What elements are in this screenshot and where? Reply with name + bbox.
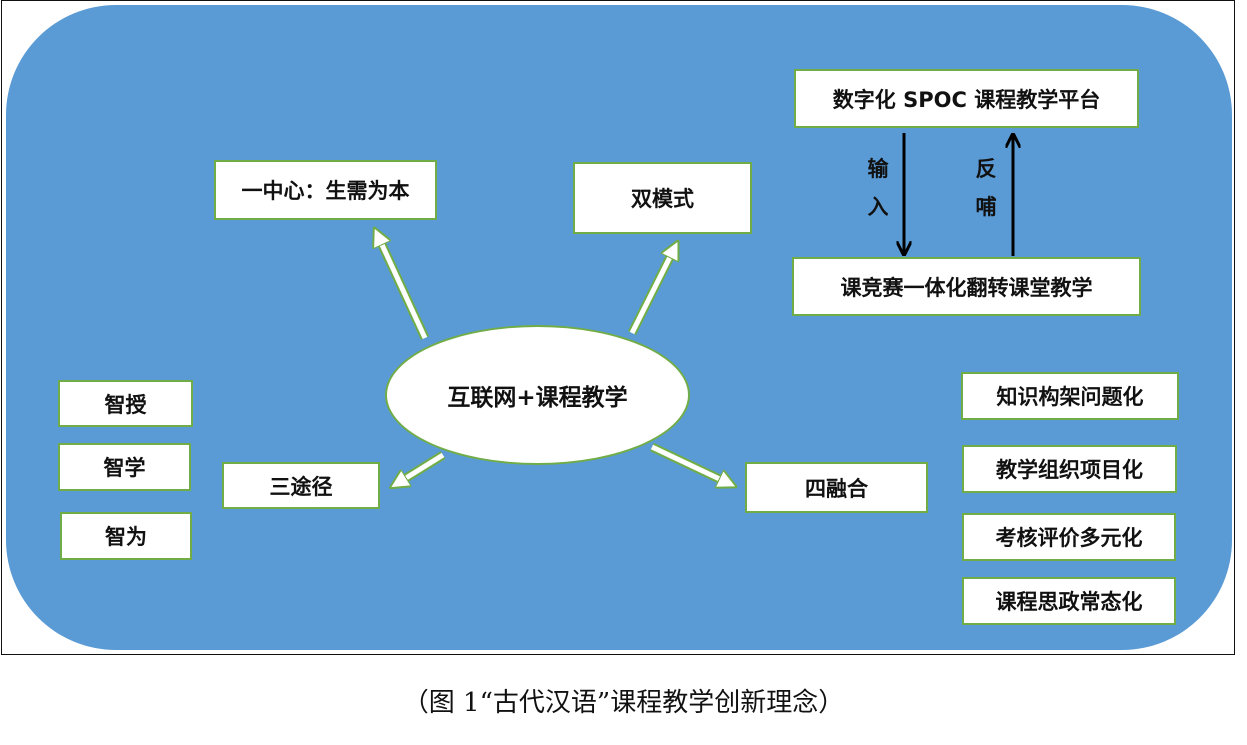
arrow-to-one-center — [378, 236, 430, 340]
feedback-label: 反 哺 — [974, 150, 998, 226]
input-label-char: 入 — [867, 195, 889, 219]
arrow-to-four-fusions — [650, 442, 728, 483]
input-label: 输 入 — [866, 150, 890, 226]
arrow-to-dual-mode — [627, 249, 674, 336]
node-dual-mode: 双模式 — [573, 162, 752, 234]
three-paths-item: 智授 — [58, 380, 193, 427]
arrow-to-three-paths — [398, 451, 446, 483]
feedback-label-char: 反 — [975, 157, 997, 181]
spoc-platform-box: 数字化 SPOC 课程教学平台 — [794, 69, 1139, 128]
three-paths-item: 智学 — [58, 443, 191, 491]
four-fusions-item: 知识构架问题化 — [961, 372, 1179, 420]
flipped-classroom-box: 课竞赛一体化翻转课堂教学 — [792, 257, 1141, 316]
node-one-center: 一中心：生需为本 — [214, 160, 437, 220]
input-label-char: 输 — [867, 157, 889, 181]
center-node: 互联网+课程教学 — [385, 325, 690, 465]
feedback-label-char: 哺 — [975, 195, 997, 219]
three-paths-item: 智为 — [60, 512, 192, 560]
four-fusions-item: 课程思政常态化 — [962, 577, 1176, 625]
node-four-fusions: 四融合 — [745, 462, 928, 513]
four-fusions-item: 考核评价多元化 — [962, 513, 1176, 561]
figure-frame — [1, 0, 1235, 655]
figure-caption: （图 1“古代汉语”课程教学创新理念） — [402, 688, 845, 718]
node-three-paths: 三途径 — [222, 462, 380, 509]
four-fusions-item: 教学组织项目化 — [962, 445, 1177, 493]
